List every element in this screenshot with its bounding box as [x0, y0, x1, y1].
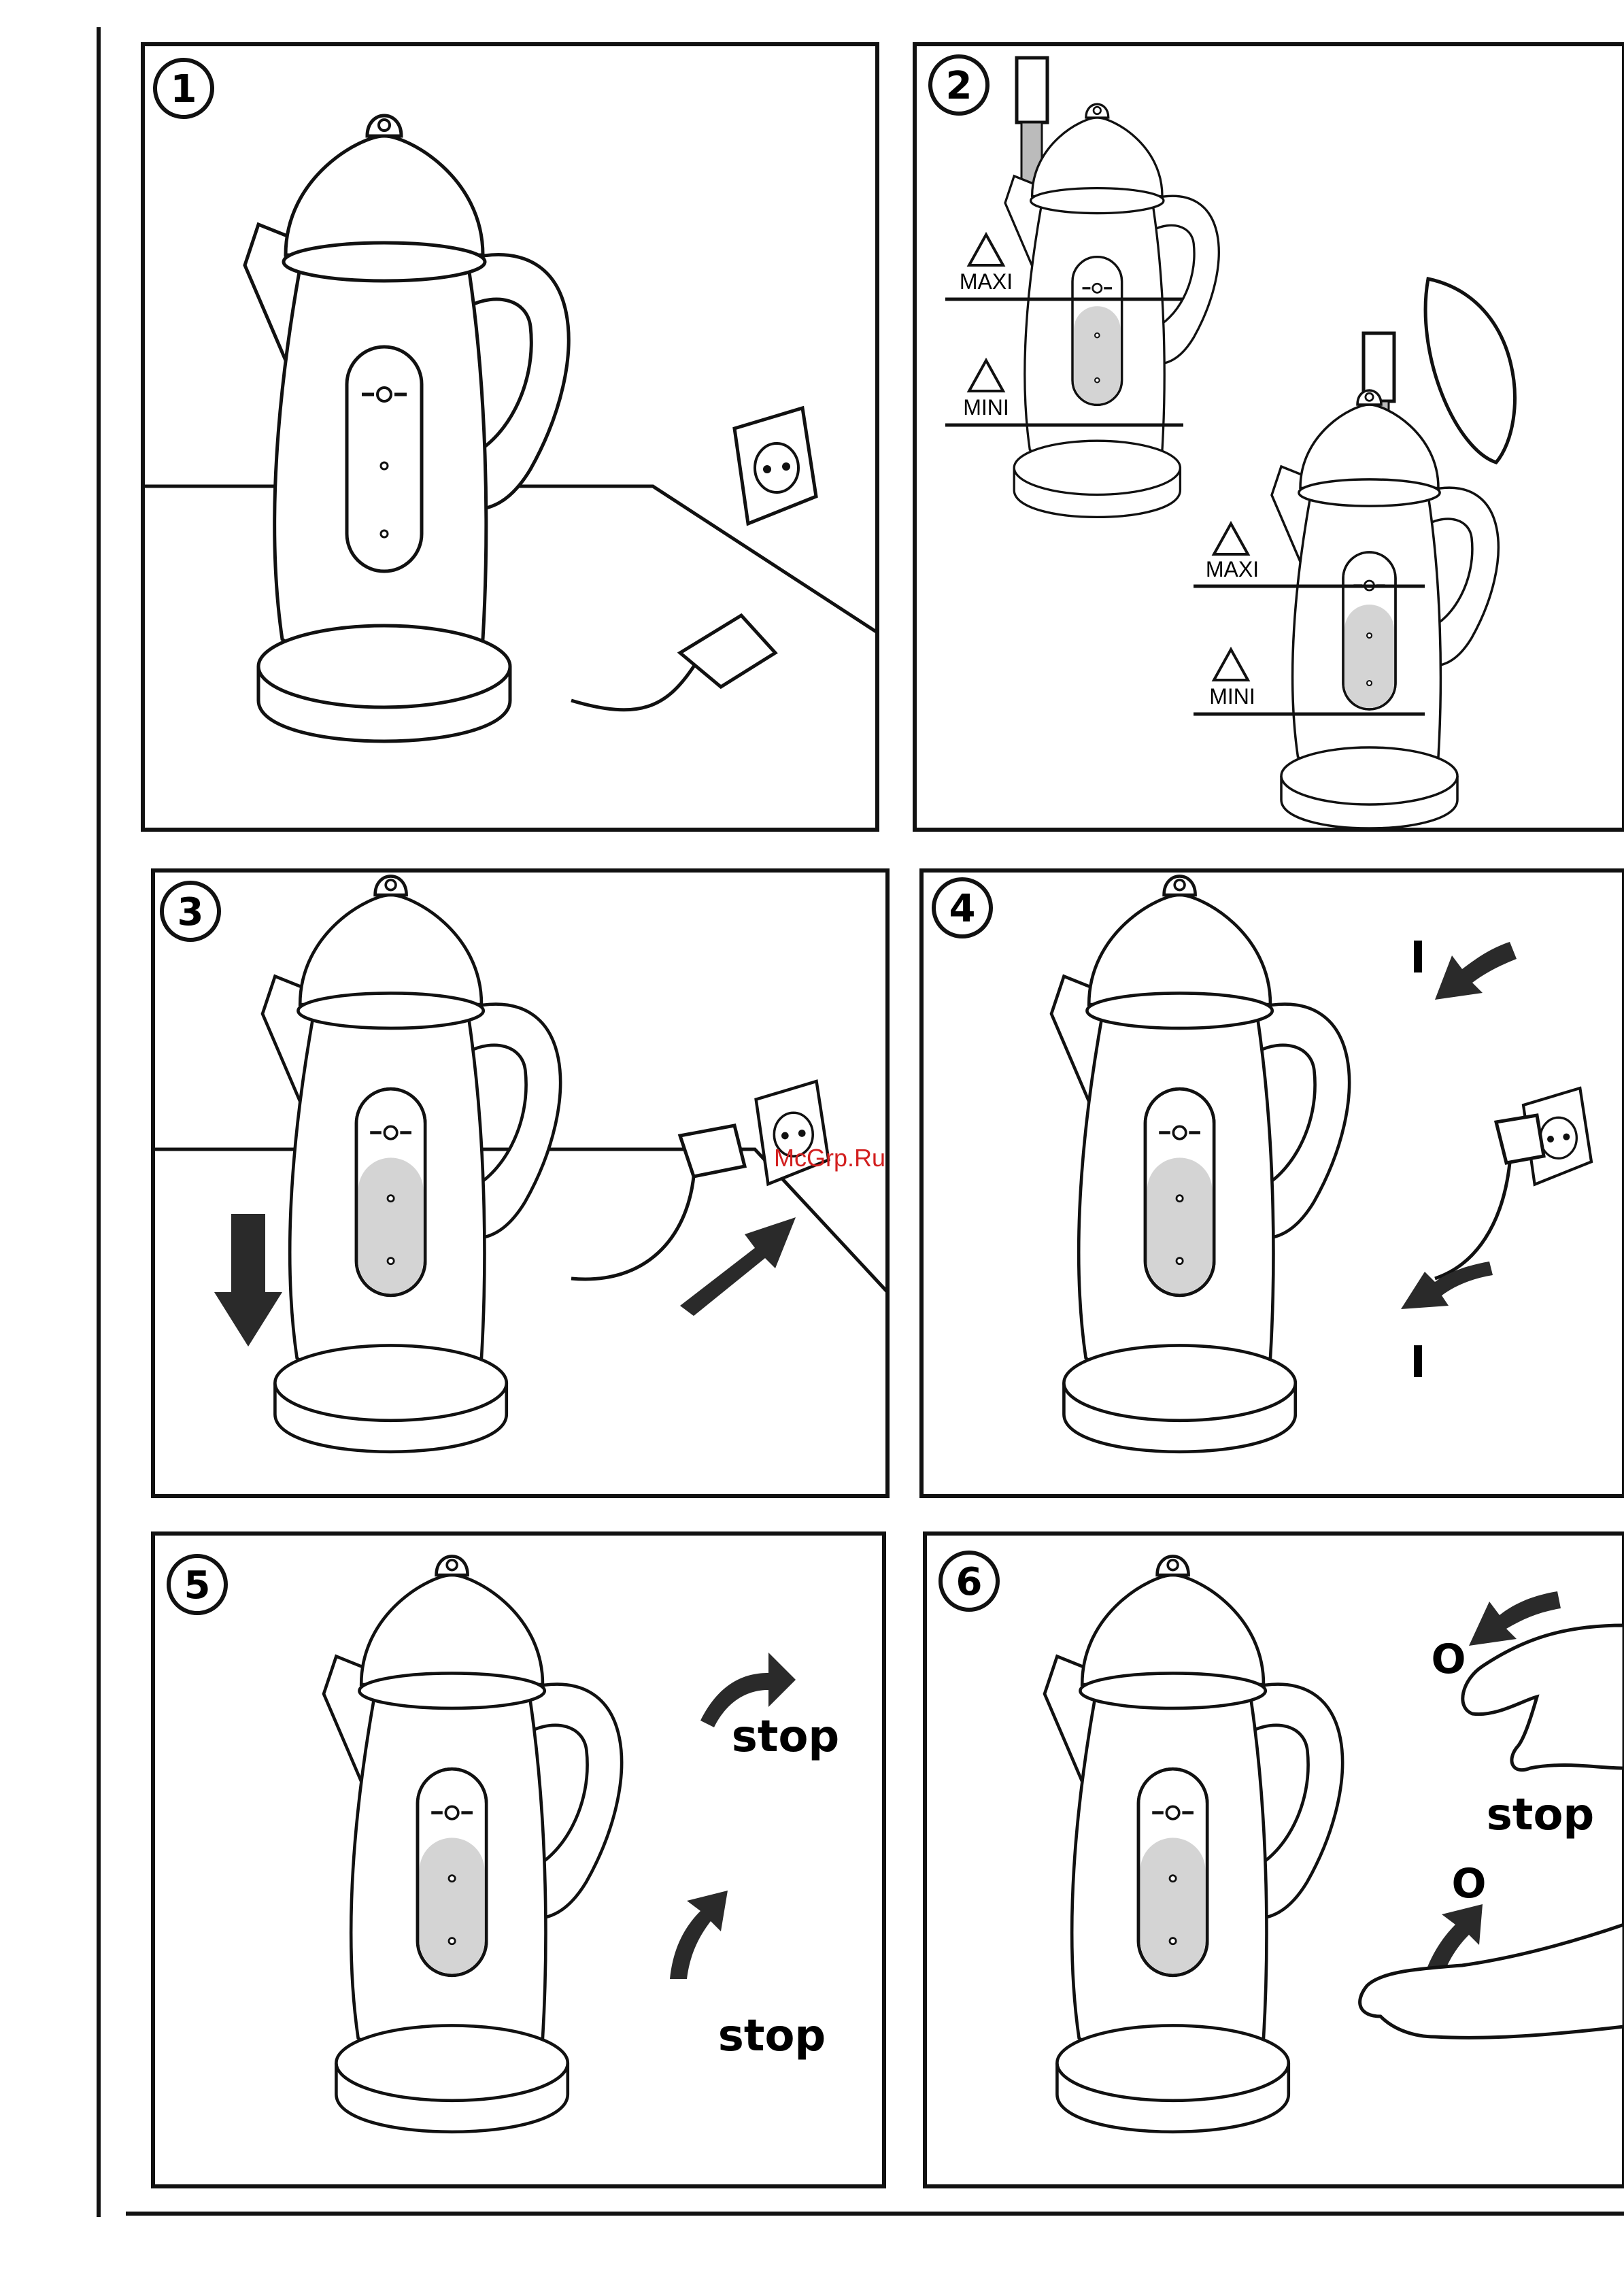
plug — [680, 1125, 745, 1177]
switch-on-symbol-bottom: I — [1410, 1338, 1426, 1388]
switch-off-symbol-top: O — [1431, 1636, 1466, 1683]
panel-number-4: 4 — [949, 887, 976, 931]
panel-number-6: 6 — [956, 1560, 983, 1604]
panel-5: 5 stop stop — [153, 1534, 884, 2186]
stop-label-top: stop — [732, 1712, 839, 1762]
panel-2: 2 MAXI MINI MAXI MINI — [915, 44, 1624, 830]
panel-number-5: 5 — [184, 1563, 211, 1608]
stop-label-bottom: stop — [718, 2011, 826, 2061]
mini-label-1: MINI — [963, 395, 1009, 420]
panel-1: 1 — [143, 44, 877, 830]
stop-label: stop — [1487, 1790, 1594, 1840]
panel-number-1: 1 — [171, 67, 197, 112]
panel-6: 6 O stop O — [925, 1534, 1624, 2186]
water-tap — [1017, 58, 1047, 122]
watermark: McGrp.Ru — [774, 1144, 885, 1172]
panel-number-3: 3 — [177, 890, 204, 934]
maxi-label-2: MAXI — [1206, 557, 1259, 581]
switch-off-symbol-bottom: O — [1451, 1860, 1486, 1908]
plug — [1496, 1115, 1544, 1163]
mini-label-2: MINI — [1209, 684, 1255, 709]
switch-on-symbol-top: I — [1410, 933, 1426, 983]
panel-3: 3 McGrp.Ru — [153, 870, 887, 1496]
panel-number-2: 2 — [946, 64, 972, 108]
maxi-label-1: MAXI — [960, 269, 1013, 294]
panel-4: 4 I I — [921, 870, 1624, 1496]
